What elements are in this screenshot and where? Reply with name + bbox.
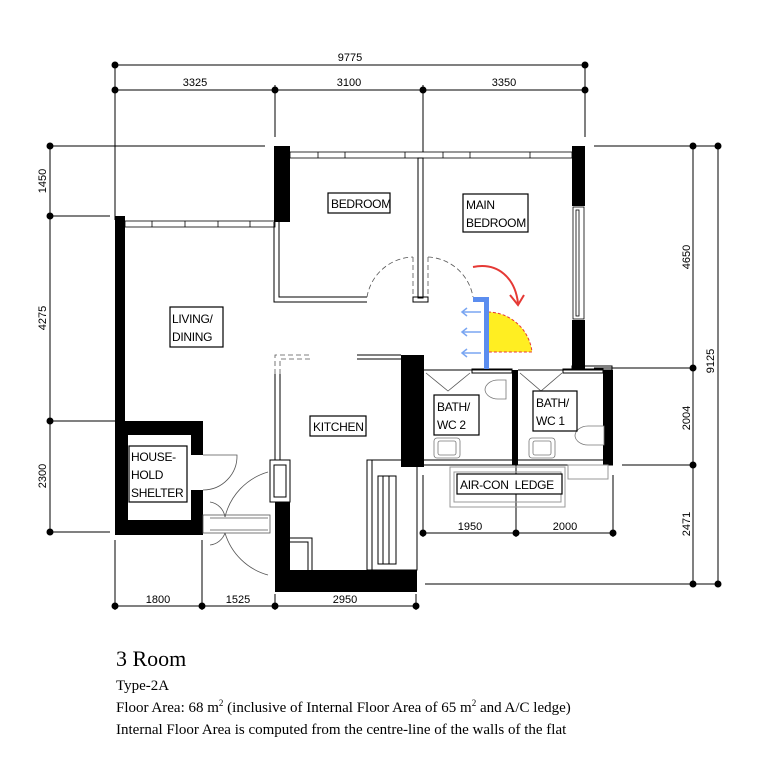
svg-text:KITCHEN: KITCHEN [313, 420, 364, 434]
room-label-bath-wc1: BATH/ WC 1 [532, 390, 578, 432]
dim-left-2: 4275 [37, 306, 49, 330]
red-curved-arrow-icon [472, 265, 519, 304]
svg-text:BEDROOM: BEDROOM [331, 197, 391, 211]
svg-text:LIVING/: LIVING/ [172, 312, 214, 326]
superscript: 2 [218, 698, 224, 708]
floor-area-mid: (inclusive of Internal Floor Area of 65 … [223, 700, 472, 716]
dim-right-3: 2471 [681, 512, 693, 536]
blue-wall [484, 297, 489, 369]
svg-text:HOUSE-: HOUSE- [131, 450, 176, 464]
room-label-bath-wc2: BATH/ WC 2 [433, 394, 480, 436]
top-dimensions [111, 61, 589, 220]
dim-top-2: 3100 [337, 77, 361, 89]
door-swings [202, 256, 563, 576]
walls [115, 146, 613, 592]
svg-text:BATH/: BATH/ [437, 400, 471, 414]
partitions [269, 157, 613, 571]
dim-bottom-1: 1800 [146, 594, 170, 606]
dim-bottom-3: 2950 [333, 594, 357, 606]
svg-text:BATH/: BATH/ [536, 396, 570, 410]
dim-left-3: 2300 [37, 464, 49, 488]
dim-top-1: 3325 [183, 77, 207, 89]
dim-aircon-1: 1950 [458, 521, 482, 533]
svg-text:AIR-CON LEDGE: AIR-CON LEDGE [460, 478, 554, 492]
caption-floor-area: Floor Area: 68 m2 (inclusive of Internal… [116, 698, 571, 717]
caption-type: Type-2A [116, 678, 170, 694]
svg-text:MAIN: MAIN [466, 198, 495, 212]
yellow-swing-area [487, 311, 533, 353]
floor-area-prefix: Floor Area: 68 m [116, 700, 219, 716]
dim-right-2: 2004 [681, 406, 693, 430]
room-label-aircon-ledge: AIR-CON LEDGE [456, 473, 563, 495]
dim-left-1: 1450 [37, 169, 49, 193]
room-label-main-bedroom: MAIN BEDROOM [462, 193, 529, 233]
room-label-household-shelter: HOUSE- HOLD SHELTER [128, 445, 188, 503]
caption-note: Internal Floor Area is computed from the… [116, 722, 567, 738]
dim-right-overall: 9125 [705, 349, 717, 373]
windows [124, 151, 585, 320]
dim-top-3: 3350 [492, 77, 516, 89]
svg-text:HOLD: HOLD [131, 468, 164, 482]
left-dimensions [46, 142, 265, 536]
floor-area-suffix: and A/C ledge) [476, 700, 571, 716]
svg-text:DINING: DINING [172, 330, 212, 344]
blue-arrow-icons [460, 307, 481, 358]
dim-aircon-2: 2000 [553, 521, 577, 533]
dim-top-overall: 9775 [338, 52, 362, 64]
room-label-kitchen: KITCHEN [309, 415, 367, 437]
superscript: 2 [471, 698, 477, 708]
svg-text:WC 2: WC 2 [437, 418, 466, 432]
caption-title: 3 Room [116, 646, 187, 671]
svg-text:SHELTER: SHELTER [131, 486, 184, 500]
floor-plan: 9775 3325 3100 3350 1450 4275 2300 4650 … [37, 52, 722, 610]
door-swing-annotation [460, 265, 533, 369]
dim-bottom-2: 1525 [226, 594, 250, 606]
right-dimensions [425, 142, 722, 588]
svg-text:WC 1: WC 1 [536, 414, 565, 428]
room-label-bedroom: BEDROOM [327, 192, 392, 214]
dim-right-1: 4650 [681, 245, 693, 269]
svg-text:BEDROOM: BEDROOM [466, 216, 526, 230]
room-label-living-dining: LIVING/ DINING [169, 306, 224, 348]
